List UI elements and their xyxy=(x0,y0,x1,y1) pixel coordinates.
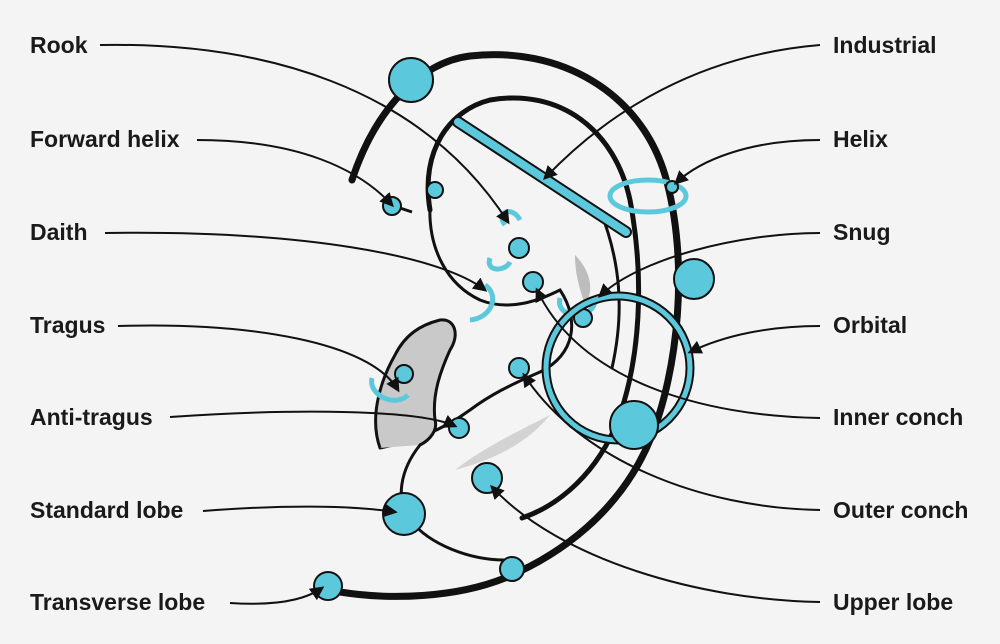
ear-illustration xyxy=(336,51,683,600)
label-rook: Rook xyxy=(30,32,88,58)
upper-lobe-ball xyxy=(471,462,503,494)
anti-tragus-ball xyxy=(448,417,470,439)
ear-concha-contour xyxy=(378,203,574,450)
forward-helix-ball-2 xyxy=(426,181,444,199)
leader-lines-right xyxy=(490,44,821,603)
leader-outer-conch xyxy=(522,372,821,511)
leader-forward-helix xyxy=(196,139,394,208)
transverse-lobe-ball xyxy=(313,571,343,601)
label-industrial: Industrial xyxy=(833,32,937,58)
label-forward-helix: Forward helix xyxy=(30,126,180,152)
standard-lobe-ball xyxy=(382,492,426,536)
label-anti-tragus: Anti-tragus xyxy=(30,404,153,430)
ear-shadow-upper xyxy=(575,255,591,305)
ear-antihelix xyxy=(598,208,621,370)
lower-lobe-ball xyxy=(499,556,525,582)
leader-upper-lobe xyxy=(490,484,821,603)
label-outer-conch: Outer conch xyxy=(833,497,969,523)
tragus-bead xyxy=(394,364,414,384)
ear-shadow-lower xyxy=(455,415,550,470)
label-orbital: Orbital xyxy=(833,312,908,338)
rook-ring-bead xyxy=(508,237,530,259)
label-snug: Snug xyxy=(833,219,891,245)
daith-ring-upper xyxy=(486,257,513,272)
leader-standard-lobe xyxy=(202,503,398,518)
inner-conch-ball xyxy=(522,271,544,293)
outer-helix-ball xyxy=(673,258,715,300)
leader-snug xyxy=(597,232,821,298)
label-standard-lobe: Standard lobe xyxy=(30,497,184,523)
label-helix: Helix xyxy=(833,126,888,152)
leader-inner-conch xyxy=(535,287,821,419)
leader-transverse-lobe xyxy=(229,586,325,605)
label-upper-lobe: Upper lobe xyxy=(833,589,954,615)
leader-daith xyxy=(104,231,488,292)
label-tragus: Tragus xyxy=(30,312,106,338)
leader-tragus xyxy=(117,324,400,393)
ear-tragus xyxy=(374,318,457,449)
leader-orbital xyxy=(687,325,821,354)
ear-helix-fold xyxy=(425,95,642,521)
rook-ball xyxy=(388,57,434,103)
outer-conch-ball xyxy=(508,357,530,379)
leader-lines-left xyxy=(99,43,510,605)
daith-ring xyxy=(469,282,496,323)
label-daith: Daith xyxy=(30,219,88,245)
leader-rook xyxy=(99,43,510,225)
leader-helix xyxy=(673,139,821,185)
label-transverse-lobe: Transverse lobe xyxy=(30,589,206,615)
industrial-bar xyxy=(452,116,632,238)
ear-outer-rim xyxy=(336,51,683,600)
orbital-ball xyxy=(609,400,659,450)
jewelry xyxy=(313,57,715,601)
leader-industrial xyxy=(543,44,821,181)
label-inner-conch: Inner conch xyxy=(833,404,964,430)
tragus-ring xyxy=(369,377,410,403)
helix-ring xyxy=(607,177,689,215)
leader-anti-tragus xyxy=(169,410,458,428)
